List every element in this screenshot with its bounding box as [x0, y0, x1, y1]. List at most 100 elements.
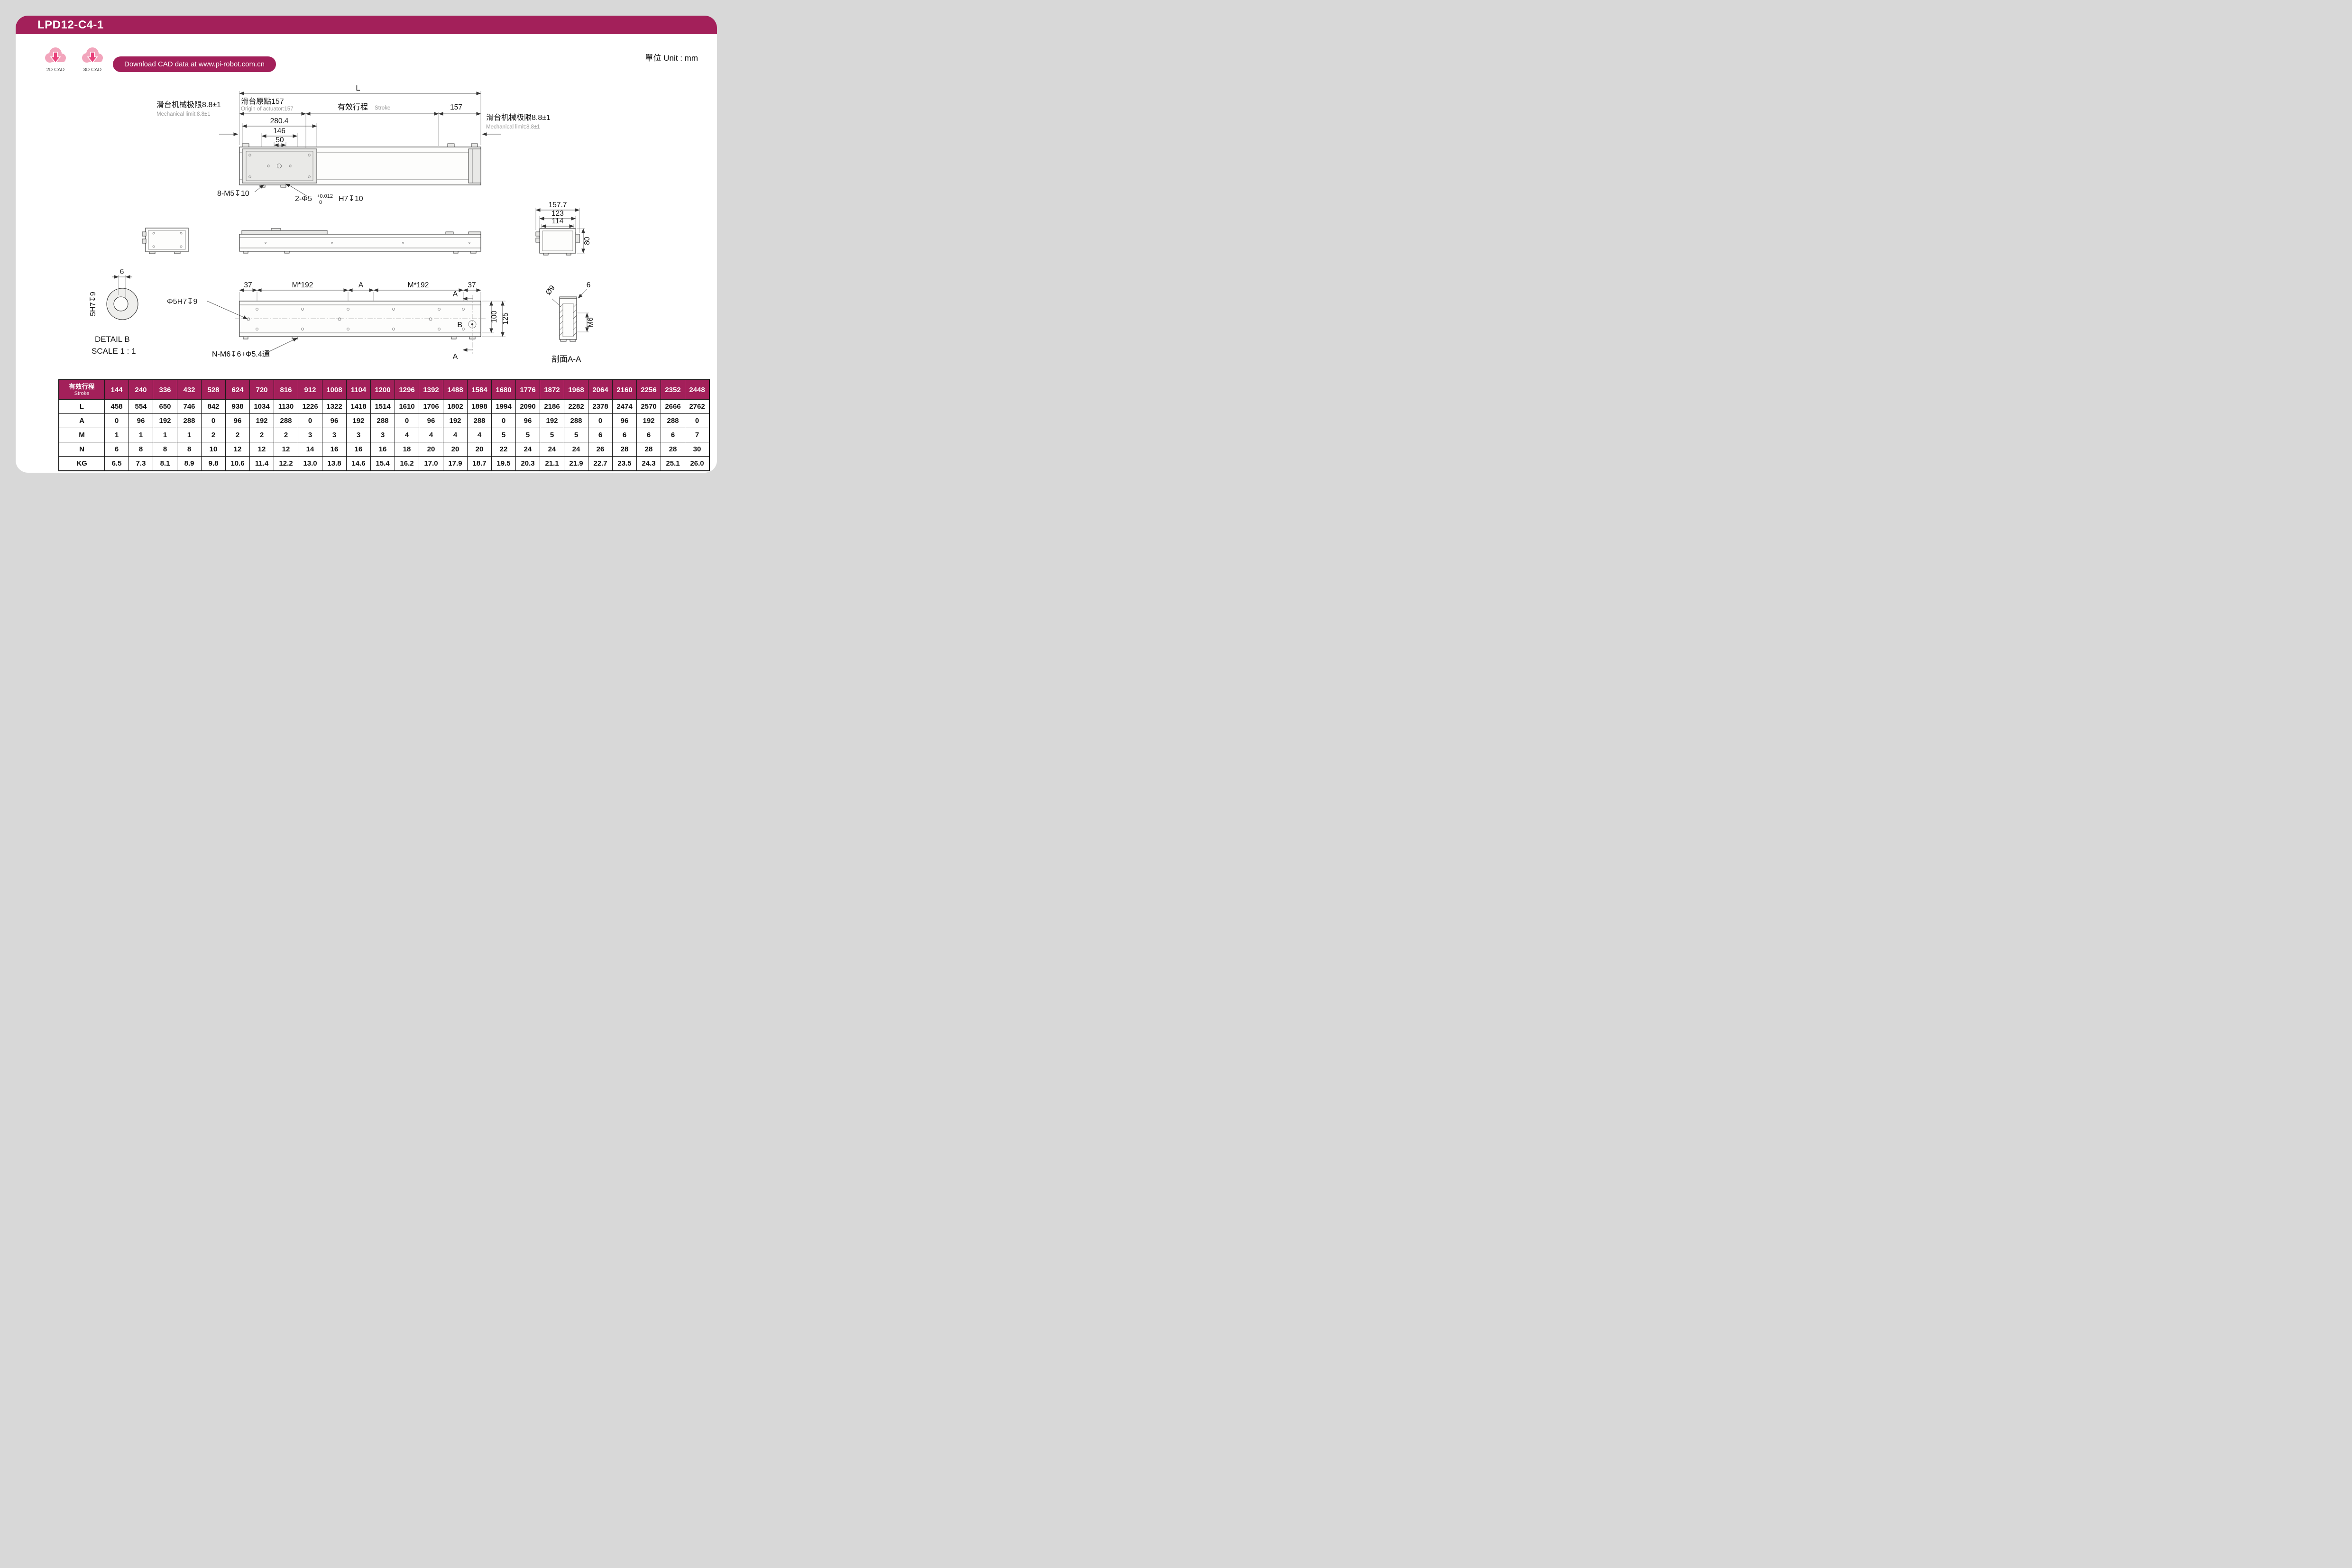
callout-phi5h7-label: Φ5H7↧9	[167, 298, 198, 306]
stroke-value-cell: 1392	[419, 379, 443, 400]
value-cell: 288	[274, 413, 298, 428]
dim-157-label: 157	[450, 103, 462, 111]
value-cell: 26	[588, 442, 613, 457]
value-cell: 0	[104, 413, 129, 428]
value-cell: 2090	[515, 399, 540, 414]
value-cell: 1034	[249, 399, 274, 414]
section-a-bottom-label: A	[453, 353, 458, 361]
value-cell: 5	[540, 428, 564, 442]
dim-m192-right-label: M*192	[408, 281, 429, 289]
value-cell: 8	[177, 442, 202, 457]
tolerance-upper-label: +0.012	[317, 193, 333, 199]
callout-8m5-label: 8-M5↧10	[217, 190, 249, 198]
value-cell: 25.1	[661, 456, 685, 471]
value-cell: 0	[201, 413, 226, 428]
value-cell: 0	[491, 413, 516, 428]
value-cell: 1	[177, 428, 202, 442]
value-cell: 2474	[612, 399, 637, 414]
mech-limit-right-cn: 滑台机械极限8.8±1	[486, 113, 551, 122]
value-cell: 1322	[322, 399, 347, 414]
side-view	[239, 228, 481, 254]
dim-123-label: 123	[551, 210, 564, 218]
page-title: LPD12-C4-1	[37, 18, 104, 31]
dim-280-label: 280.4	[270, 117, 289, 125]
value-cell: 1130	[274, 399, 298, 414]
value-cell: 1802	[443, 399, 468, 414]
value-cell: 938	[225, 399, 250, 414]
page: LPD12-C4-1 2D CAD	[0, 0, 733, 488]
value-cell: 746	[177, 399, 202, 414]
value-cell: 5	[491, 428, 516, 442]
value-cell: 26.0	[685, 456, 710, 471]
stroke-label-cn: 有效行程	[338, 103, 368, 111]
value-cell: 8.1	[153, 456, 177, 471]
dim-157-7-label: 157.7	[549, 201, 567, 209]
stroke-value-cell: 1680	[491, 379, 516, 400]
value-cell: 1514	[370, 399, 395, 414]
value-cell: 23.5	[612, 456, 637, 471]
value-cell: 10	[201, 442, 226, 457]
value-cell: 4	[467, 428, 492, 442]
value-cell: 17.0	[419, 456, 443, 471]
value-cell: 1994	[491, 399, 516, 414]
bottom-view	[235, 301, 486, 339]
detail-b-callout-label: B	[457, 321, 462, 329]
cad-3d-label: 3D CAD	[83, 67, 102, 73]
detail-b: 6 5H7↧9 DETAIL B SCALE 1 : 1	[89, 268, 138, 356]
value-cell: 192	[443, 413, 468, 428]
value-cell: 24	[515, 442, 540, 457]
value-cell: 24	[564, 442, 588, 457]
value-cell: 0	[685, 413, 710, 428]
value-cell: 16	[370, 442, 395, 457]
value-cell: 1706	[419, 399, 443, 414]
stroke-value-cell: 1968	[564, 379, 588, 400]
stroke-value-cell: 144	[104, 379, 129, 400]
value-cell: 24	[540, 442, 564, 457]
value-cell: 2	[201, 428, 226, 442]
stroke-value-cell: 2064	[588, 379, 613, 400]
value-cell: 6	[104, 442, 129, 457]
dim-a-mid-label: A	[358, 281, 364, 289]
value-cell: 4	[419, 428, 443, 442]
detail-dim-6-label: 6	[120, 268, 124, 276]
right-end-view: 157.7 123 114 80	[535, 201, 591, 256]
value-cell: 192	[153, 413, 177, 428]
stroke-value-cell: 1008	[322, 379, 347, 400]
callout-n-m6-label: N-M6↧6+Φ5.4通	[212, 350, 270, 358]
cad-icons: 2D CAD 3D CAD	[42, 46, 106, 73]
stroke-value-cell: 240	[129, 379, 153, 400]
section-a-a-view: Ø9 6 M6 剖面A-A	[544, 281, 595, 364]
value-cell: 6	[612, 428, 637, 442]
dim-114-label: 114	[552, 217, 564, 225]
value-cell: 0	[588, 413, 613, 428]
value-cell: 96	[225, 413, 250, 428]
value-cell: 96	[515, 413, 540, 428]
value-cell: 2762	[685, 399, 710, 414]
mech-limit-right-en: Mechanical limit:8.8±1	[486, 124, 540, 130]
download-cad-button[interactable]: Download CAD data at www.pi-robot.com.cn	[113, 56, 276, 72]
value-cell: 11.4	[249, 456, 274, 471]
value-cell: 12.2	[274, 456, 298, 471]
dim-37-right-label: 37	[468, 281, 476, 289]
value-cell: 20.3	[515, 456, 540, 471]
stroke-value-cell: 816	[274, 379, 298, 400]
dim-100-label: 100	[490, 311, 498, 323]
value-cell: 650	[153, 399, 177, 414]
value-cell: 192	[249, 413, 274, 428]
value-cell: 8	[153, 442, 177, 457]
cad-2d-download[interactable]: 2D CAD	[42, 46, 69, 73]
mech-limit-left-cn: 滑台机械极限8.8±1	[156, 101, 221, 109]
bottom-view-dimensions: 37 M*192 A M*192 37 A A B Φ5H7↧9	[167, 281, 510, 361]
cad-3d-download[interactable]: 3D CAD	[79, 46, 106, 73]
dim-37-left-label: 37	[244, 281, 252, 289]
stroke-label-en: Stroke	[375, 105, 390, 111]
value-cell: 1418	[346, 399, 371, 414]
value-cell: 4	[443, 428, 468, 442]
cloud-download-icon	[82, 47, 103, 64]
dim-146-label: 146	[273, 127, 285, 135]
tolerance-lower-label: 0	[319, 200, 322, 205]
value-cell: 6	[588, 428, 613, 442]
